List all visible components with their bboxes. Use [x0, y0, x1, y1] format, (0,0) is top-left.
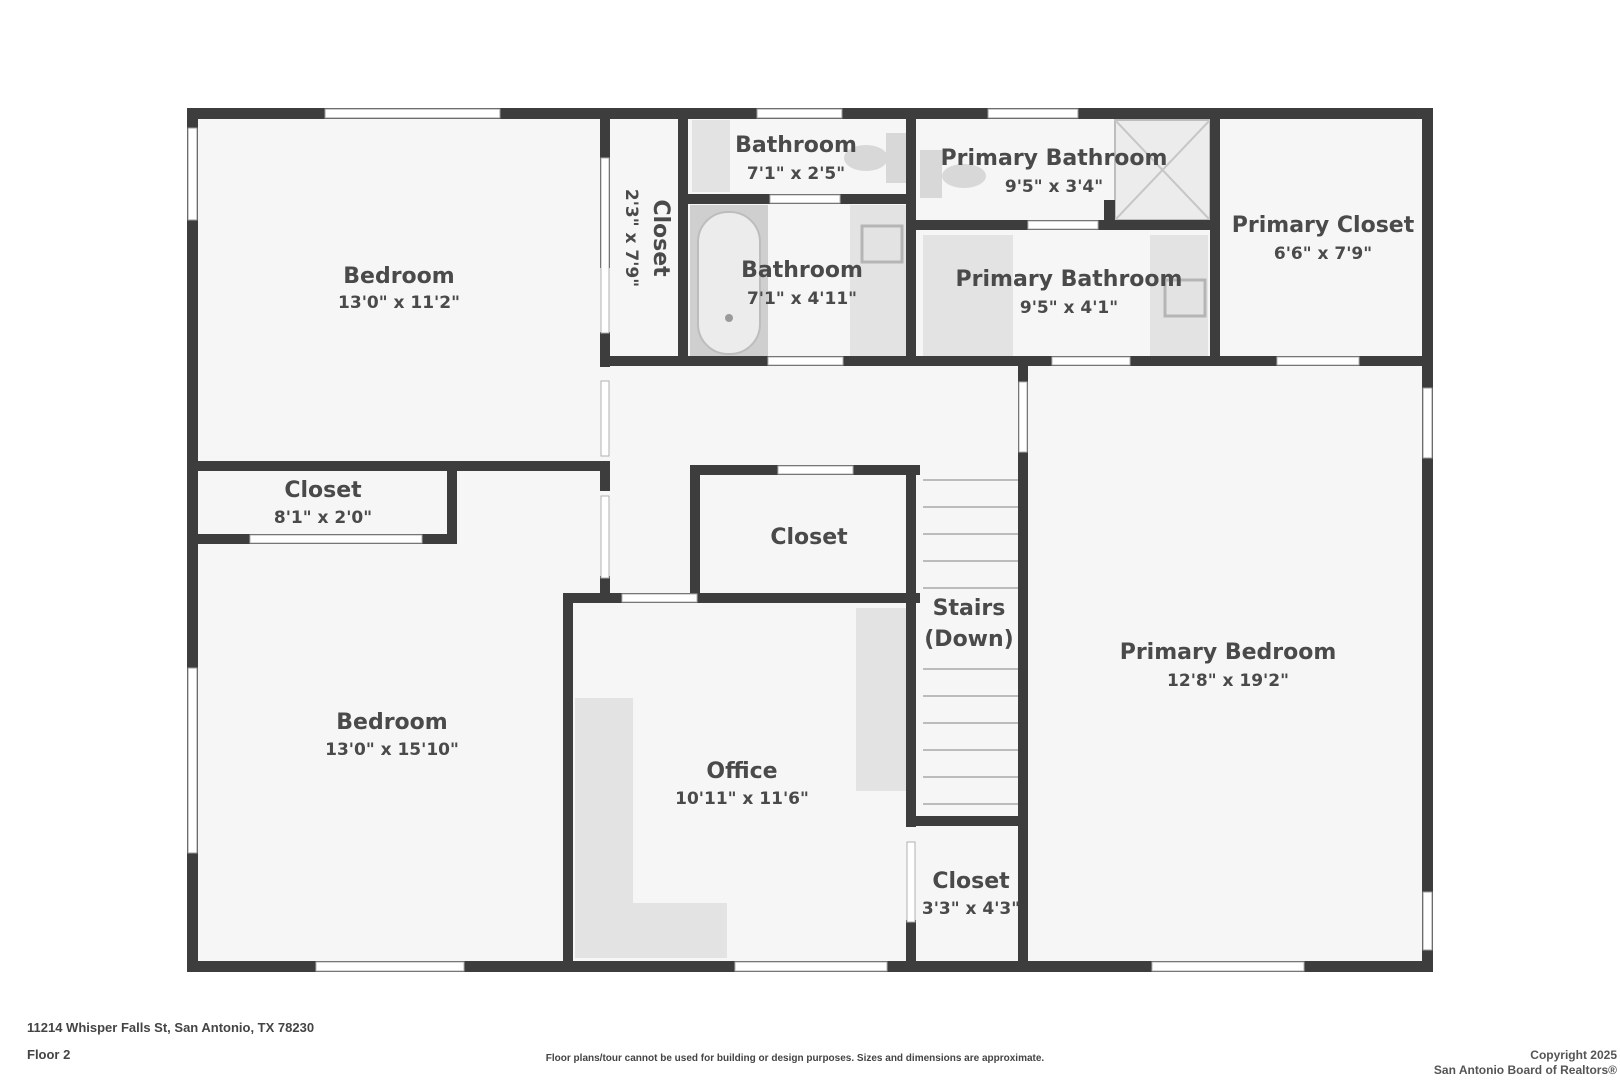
room-dimensions: 3'3" x 4'3": [922, 899, 1020, 919]
room-dimensions: 2'3" x 7'9": [621, 189, 641, 287]
window: [756, 108, 843, 119]
room-name: (Down): [924, 627, 1013, 652]
door: [621, 593, 698, 603]
window: [187, 127, 198, 221]
room-dimensions: 8'1" x 2'0": [274, 508, 372, 528]
room-name: Closet: [932, 869, 1010, 894]
room-name: Bathroom: [735, 133, 857, 158]
room-dimensions: 13'0" x 15'10": [325, 740, 459, 760]
toilet-primary-bowl: [942, 164, 986, 188]
copyright-line: San Antonio Board of Realtors®: [1433, 1063, 1617, 1077]
room-dimensions: 7'1" x 2'5": [747, 164, 845, 184]
room-labels: Bedroom 13'0" x 11'2" Closet 2'3" x 7'9"…: [274, 133, 1415, 919]
toilet-bowl: [844, 145, 888, 171]
vanity-bath: [850, 205, 910, 362]
room-name: Closet: [284, 478, 362, 503]
door: [249, 534, 423, 544]
sink-primary-icon: [1163, 278, 1207, 318]
room-dimensions: 10'11" x 11'6": [675, 789, 809, 809]
room-name: Primary Bathroom: [941, 146, 1168, 171]
door: [600, 495, 610, 579]
office-desk-right: [856, 608, 909, 791]
room-name: Closet: [770, 525, 848, 550]
room-dimensions: 9'5" x 3'4": [1005, 177, 1103, 197]
door: [777, 465, 854, 475]
windows: [187, 108, 1433, 951]
floor-label: Floor 2: [27, 1047, 71, 1062]
window: [324, 108, 501, 119]
room-name: Primary Closet: [1232, 213, 1415, 238]
window: [987, 108, 1079, 119]
bathtub: [697, 211, 761, 355]
room-name: Stairs: [933, 596, 1006, 621]
room-dimensions: 12'8" x 19'2": [1167, 671, 1289, 691]
copyright-notice: Copyright 2025 San Antonio Board of Real…: [1434, 1048, 1617, 1078]
window: [187, 667, 198, 854]
door: [1018, 381, 1028, 453]
door: [1276, 356, 1360, 366]
copyright-line: Copyright 2025: [1530, 1048, 1617, 1062]
room-name: Office: [706, 759, 777, 784]
room-name: Bathroom: [741, 258, 863, 283]
door: [734, 961, 888, 972]
room-dimensions: 6'6" x 7'9": [1274, 244, 1372, 264]
primary-vanity-right: [1150, 235, 1208, 362]
door: [767, 356, 844, 366]
sink-bath-icon: [860, 224, 904, 264]
doors: [249, 157, 1360, 972]
stair-treads: [923, 479, 1022, 805]
tub-drain: [725, 314, 733, 322]
room-dimensions: 7'1" x 4'11": [747, 289, 857, 309]
room-name: Primary Bedroom: [1120, 640, 1337, 665]
primary-vanity-left: [923, 235, 1013, 362]
office-desk-bottom: [575, 903, 727, 958]
disclaimer-text: Floor plans/tour cannot be used for buil…: [545, 1053, 1045, 1064]
door: [600, 157, 610, 334]
door: [1027, 220, 1099, 230]
door: [315, 961, 465, 972]
property-address: 11214 Whisper Falls St, San Antonio, TX …: [27, 1020, 315, 1035]
room-name: Closet: [648, 199, 673, 277]
room-dimensions: 13'0" x 11'2": [338, 293, 460, 313]
door: [769, 194, 841, 204]
bath-small-shelf: [692, 120, 730, 192]
room-name: Bedroom: [336, 710, 447, 735]
window: [1422, 387, 1433, 459]
window: [1422, 891, 1433, 951]
toilet-tank: [886, 133, 908, 183]
room-name: Bedroom: [343, 264, 454, 289]
door: [1051, 356, 1131, 366]
room-dimensions: 9'5" x 4'1": [1020, 298, 1118, 318]
door: [600, 380, 610, 457]
shower-diagonal-2: [1114, 119, 1211, 221]
toilet-primary-tank: [920, 150, 942, 198]
door: [1151, 961, 1305, 972]
room-name: Primary Bathroom: [956, 267, 1183, 292]
fixtures: [575, 119, 1211, 958]
door: [906, 841, 916, 923]
